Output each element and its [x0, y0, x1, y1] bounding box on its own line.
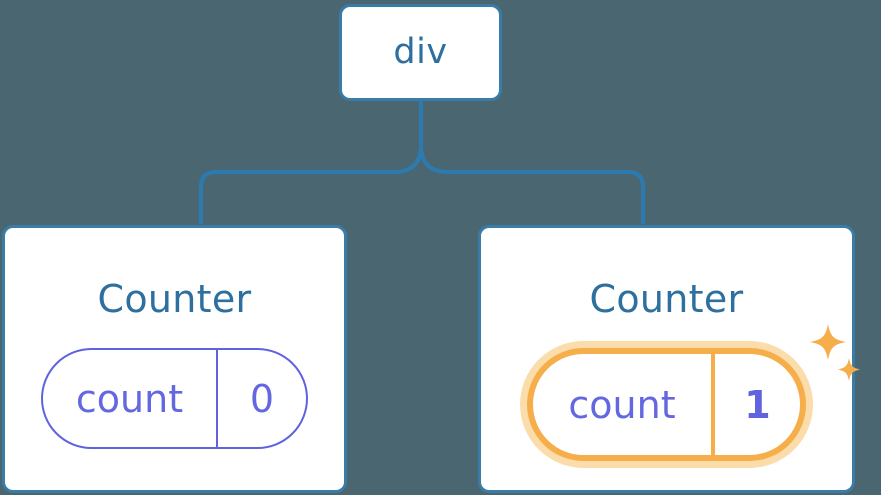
state-pill-highlighted[interactable]: count 1 [527, 348, 806, 461]
state-key: count [43, 350, 218, 447]
node-title-counter: Counter [589, 277, 744, 321]
state-value: 1 [744, 382, 771, 427]
tree-node-counter-left[interactable]: Counter count 0 [2, 225, 347, 493]
state-key: count [533, 354, 715, 455]
state-pill-wrapper-right: count 1 [527, 324, 861, 461]
sparkle-large-icon [810, 324, 846, 360]
node-title-counter: Counter [97, 277, 252, 321]
tree-node-counter-right[interactable]: Counter count 1 [478, 225, 861, 493]
state-pill-wrapper-left: count 0 [41, 348, 308, 449]
tree-node-div[interactable]: div [339, 4, 502, 101]
state-value: 0 [249, 376, 275, 421]
state-pill[interactable]: count 0 [41, 348, 308, 449]
node-label-div: div [393, 32, 448, 72]
